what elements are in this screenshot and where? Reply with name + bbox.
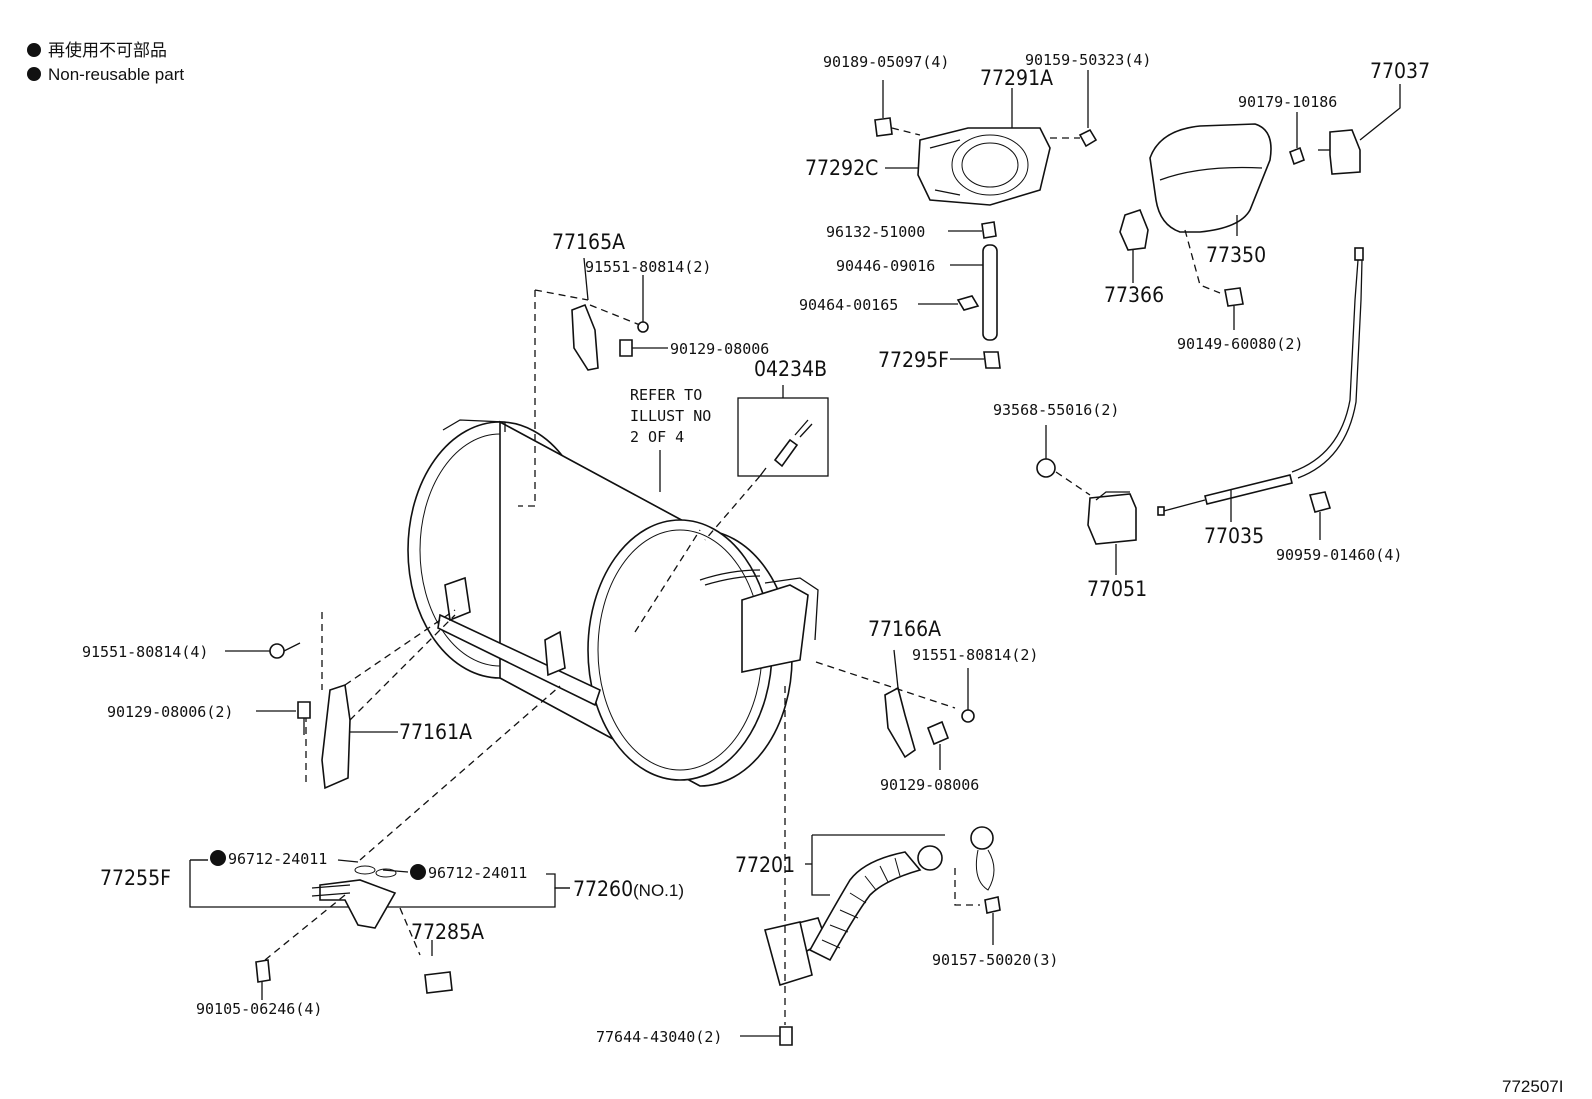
fuel-lid: 90179-10186 77037 77350 77366 90149-6008… <box>1104 59 1430 353</box>
label-96712-right: 96712-24011 <box>428 864 527 882</box>
breather-hose: 96132-51000 90446-09016 90464-00165 7729… <box>799 221 1001 372</box>
label-77166A: 77166A <box>868 617 941 641</box>
illustration-id: 772507I <box>1502 1077 1563 1096</box>
label-90189: 90189-05097(4) <box>823 53 949 71</box>
bracket-77161A: 91551-80814(4) 90129-08006(2) 77161A <box>82 609 472 790</box>
label-90129-left: 90129-08006(2) <box>107 703 233 721</box>
label-90446: 90446-09016 <box>836 257 935 275</box>
fuel-tank <box>407 419 819 787</box>
label-77260: 77260 <box>573 877 633 901</box>
legend-jp: 再使用不可部品 <box>48 40 167 60</box>
bracket-77166A: 77166A 91551-80814(2) 90129-08006 <box>815 617 1038 794</box>
label-90959: 90959-01460(4) <box>1276 546 1402 564</box>
label-77644: 77644-43040(2) <box>596 1028 722 1046</box>
label-90159: 90159-50323(4) <box>1025 51 1151 69</box>
label-90149: 90149-60080(2) <box>1177 335 1303 353</box>
non-reusable-bullet-icon <box>27 43 41 57</box>
filler-pipe: 77201 90157-50020(3) 77644-43040(2) <box>596 686 1058 1046</box>
bracket-77165A: 77165A 91551-80814(2) 90129-08006 <box>518 230 769 507</box>
label-77161A: 77161A <box>399 720 472 744</box>
label-91551-left: 91551-80814(4) <box>82 643 208 661</box>
filter-assembly-04234B: 04234B <box>704 357 829 541</box>
non-reusable-bullet-icon <box>27 67 41 81</box>
label-77035: 77035 <box>1204 524 1264 548</box>
label-96132: 96132-51000 <box>826 223 925 241</box>
fuel-tube-assembly: 77255F 96712-24011 96712-24011 77260 (NO… <box>100 685 684 1018</box>
label-90129-right: 90129-08006 <box>880 776 979 794</box>
label-77350: 77350 <box>1206 243 1266 267</box>
inlet-housing: 90189-05097(4) 90159-50323(4) 77291A 772… <box>805 51 1151 206</box>
label-90464: 90464-00165 <box>799 296 898 314</box>
label-77201: 77201 <box>735 853 795 877</box>
label-90129-top: 90129-08006 <box>670 340 769 358</box>
non-reusable-bullet-icon <box>210 850 226 866</box>
legend-en: Non-reusable part <box>48 65 184 84</box>
label-77292C: 77292C <box>805 156 878 180</box>
label-77295F: 77295F <box>878 348 949 372</box>
label-93568: 93568-55016(2) <box>993 401 1119 419</box>
label-04234B: 04234B <box>754 357 827 381</box>
label-96712-left: 96712-24011 <box>228 850 327 868</box>
label-77291A: 77291A <box>980 66 1053 90</box>
refer-note-line1: REFER TO <box>630 386 702 404</box>
label-91551-top: 91551-80814(2) <box>585 258 711 276</box>
label-91551-right: 91551-80814(2) <box>912 646 1038 664</box>
label-77037: 77037 <box>1370 59 1430 83</box>
legend: 再使用不可部品 Non-reusable part <box>27 40 184 84</box>
label-90105: 90105-06246(4) <box>196 1000 322 1018</box>
refer-note-line3: 2 OF 4 <box>630 428 684 446</box>
label-77255F: 77255F <box>100 866 171 890</box>
label-90179: 90179-10186 <box>1238 93 1337 111</box>
label-77165A: 77165A <box>552 230 625 254</box>
label-77051: 77051 <box>1087 577 1147 601</box>
lid-opener: 93568-55016(2) 77035 90959-01460(4) 7705… <box>993 247 1402 601</box>
label-77260-suffix: (NO.1) <box>633 881 684 900</box>
non-reusable-bullet-icon <box>410 864 426 880</box>
label-77285A: 77285A <box>411 920 484 944</box>
label-90157: 90157-50020(3) <box>932 951 1058 969</box>
refer-note-line2: ILLUST NO <box>630 407 711 425</box>
label-77366: 77366 <box>1104 283 1164 307</box>
